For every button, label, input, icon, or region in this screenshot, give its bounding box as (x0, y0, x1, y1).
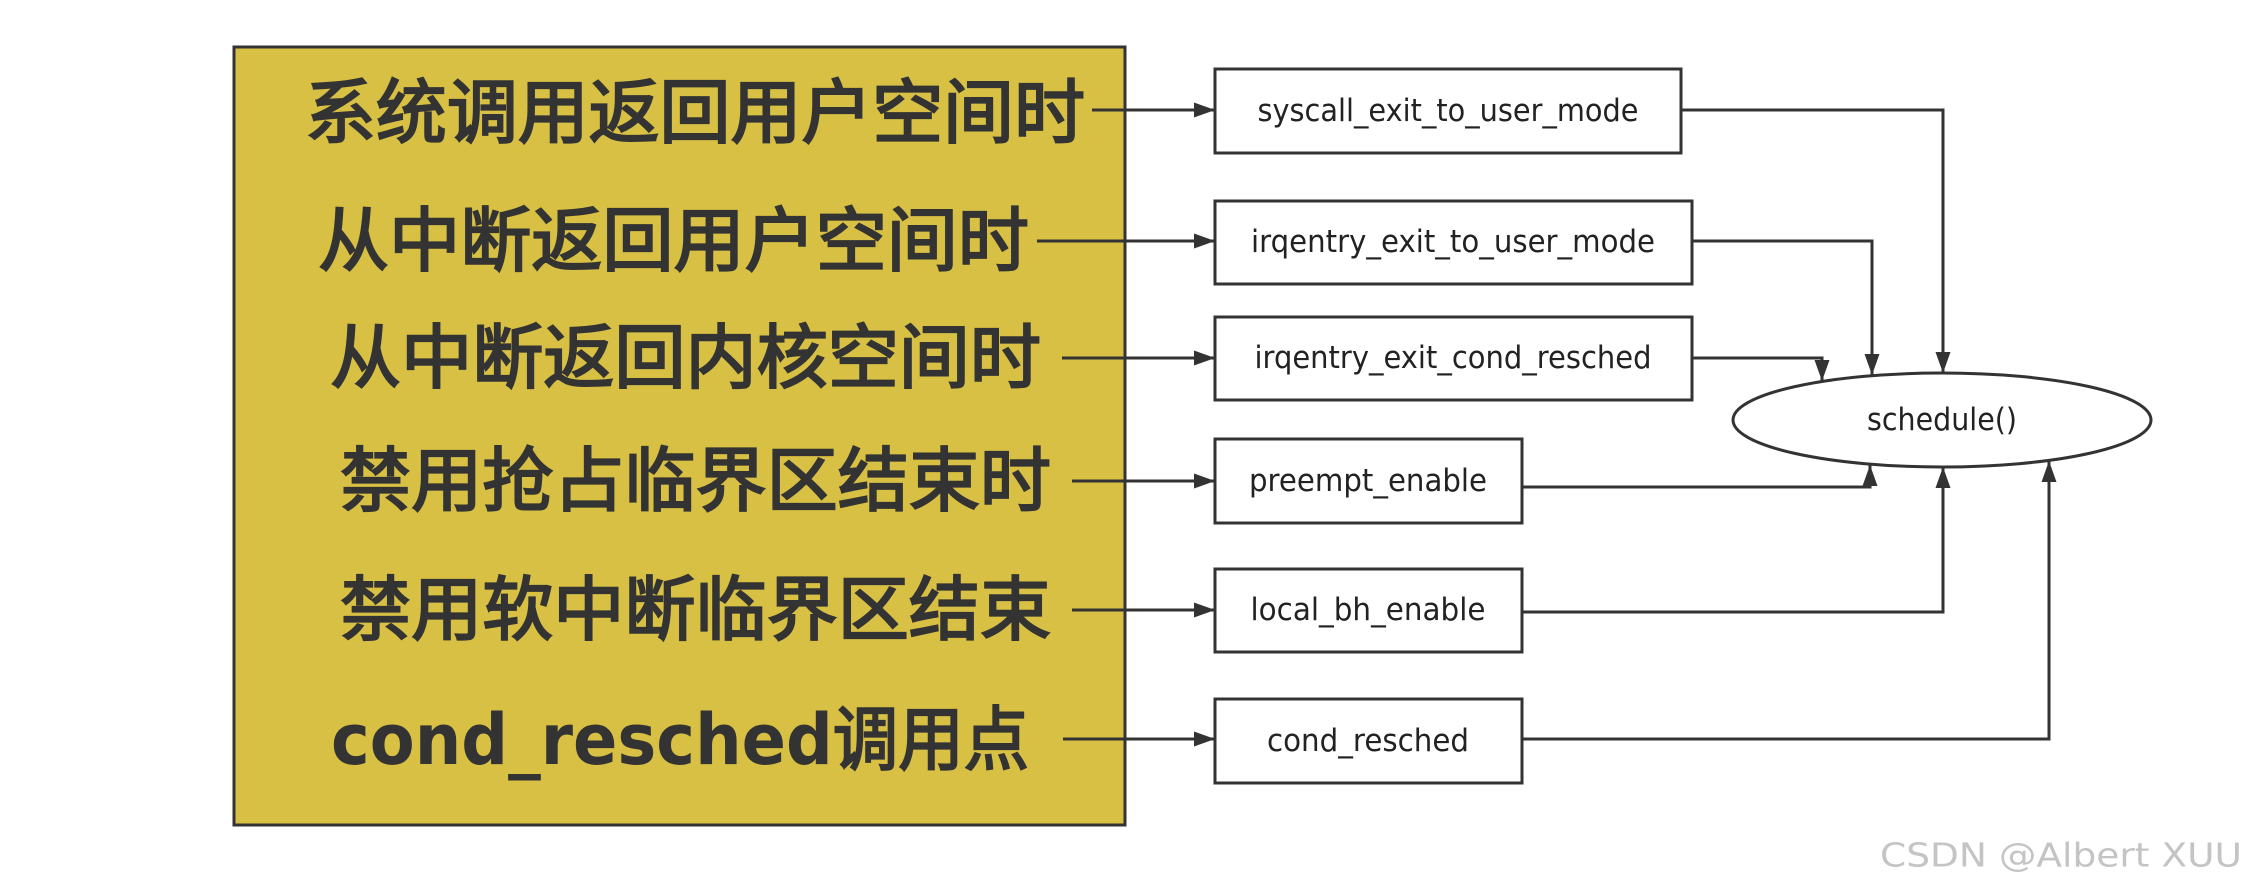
function-label: irqentry_exit_to_user_mode (1251, 224, 1655, 260)
function-box-frame (1213, 315, 1694, 402)
function-label: preempt_enable (1249, 463, 1487, 499)
trigger-label-irq-return-kernel: 从中断返回内核空间时 (330, 317, 1041, 399)
function-label: irqentry_exit_cond_resched (1255, 340, 1652, 376)
watermark: CSDN @Albert XUU (1880, 836, 2242, 875)
function-box-syscall-exit: syscall_exit_to_user_mode (1213, 67, 1683, 155)
function-box-irqentry-cond-resched: irqentry_exit_cond_resched (1213, 315, 1694, 402)
trigger-label-softirq-end: 禁用软中断临界区结束 (340, 569, 1051, 651)
function-box-frame (1213, 697, 1524, 785)
trigger-label-preempt-end: 禁用抢占临界区结束时 (340, 440, 1051, 522)
arrow-fn2-to-schedule (1692, 239, 1880, 375)
function-box-cond-resched: cond_resched (1213, 697, 1524, 785)
function-label: local_bh_enable (1251, 592, 1486, 628)
schedule-node: schedule() (1731, 371, 2153, 469)
arrow-fn6-to-schedule (1522, 461, 2057, 741)
trigger-label-syscall-return: 系统调用返回用户空间时 (305, 72, 1085, 154)
schedule-label: schedule() (1867, 402, 2017, 438)
trigger-panel (232, 45, 1127, 827)
arrow-fn1-to-schedule (1681, 108, 1951, 373)
function-label: syscall_exit_to_user_mode (1258, 93, 1639, 129)
function-label: cond_resched (1267, 723, 1469, 759)
function-box-frame (1213, 567, 1524, 654)
function-box-frame (1213, 437, 1524, 525)
arrow-fn5-to-schedule (1522, 467, 1951, 614)
trigger-label-irq-return-user: 从中断返回用户空间时 (318, 200, 1029, 282)
function-box-irqentry-exit-user: irqentry_exit_to_user_mode (1213, 199, 1694, 286)
arrow-fn3-to-schedule (1692, 356, 1830, 381)
function-box-preempt-enable: preempt_enable (1213, 437, 1524, 525)
function-box-local-bh-enable: local_bh_enable (1213, 567, 1524, 654)
trigger-label-cond-resched: cond_resched调用点 (331, 699, 1029, 781)
arrow-fn4-to-schedule (1522, 465, 1878, 489)
